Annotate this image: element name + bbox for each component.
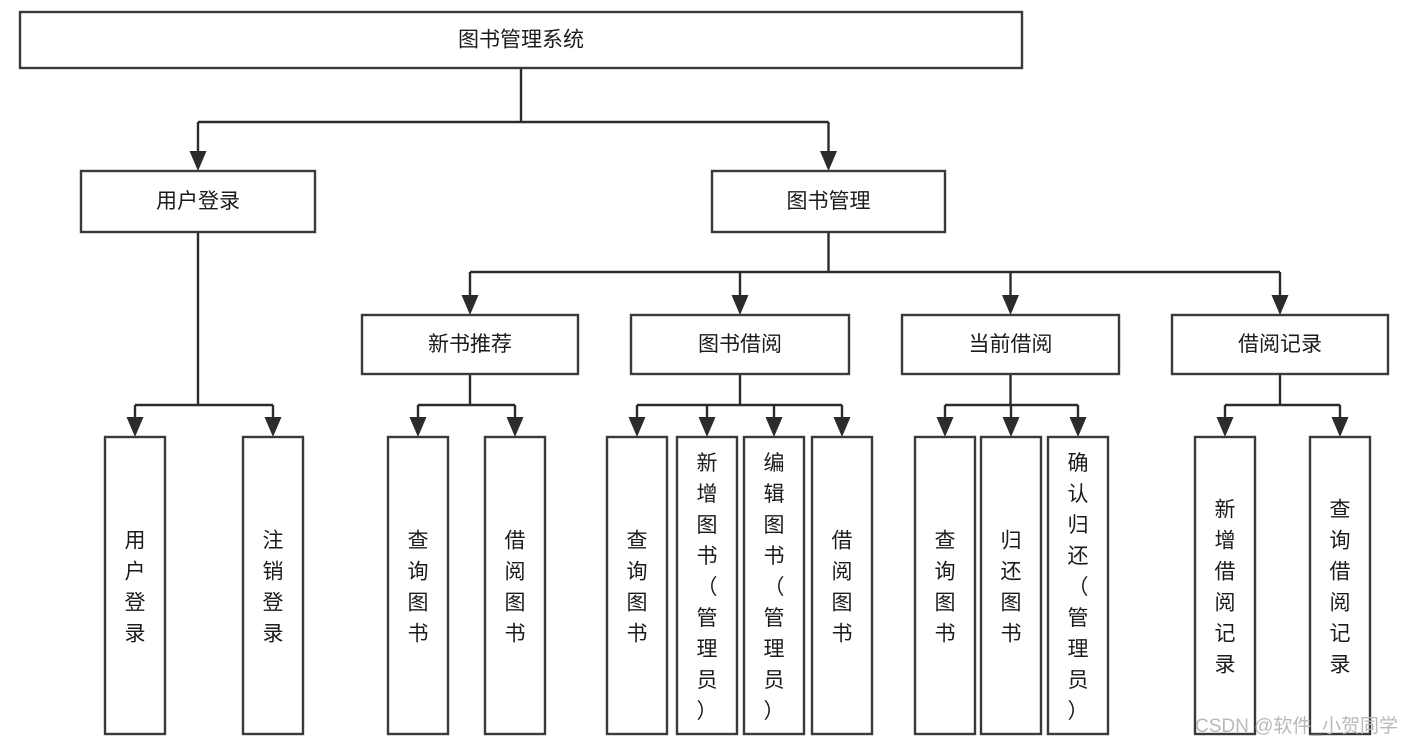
node-box-borrow-record	[1170, 313, 1390, 376]
arrow-head-icon-leaf-logout-login	[264, 417, 282, 437]
node-label-leaf-query-book-recommend: 查询图书	[408, 530, 429, 646]
node-box-book-borrow	[629, 313, 851, 376]
node-label-leaf-query-book-current: 查询图书	[935, 530, 956, 646]
node-leaf-borrow-book-recommend[interactable]: 借阅图书	[483, 435, 547, 736]
node-box-leaf-query-borrow-record	[1308, 435, 1372, 736]
node-label-borrow-record: 借阅记录	[1238, 333, 1322, 356]
node-label-leaf-add-book-admin: 新增图书（管理员）	[697, 452, 718, 723]
node-box-leaf-add-borrow-record	[1193, 435, 1257, 736]
arrow-head-icon-borrow-record	[1271, 295, 1289, 315]
node-leaf-add-book-admin[interactable]: 新增图书（管理员）	[675, 435, 739, 736]
node-box-leaf-query-book-borrow	[605, 435, 669, 736]
arrow-head-icon-leaf-user-login	[126, 417, 144, 437]
node-label-leaf-confirm-return-admin: 确认归还（管理员）	[1068, 452, 1089, 723]
node-leaf-edit-book-admin[interactable]: 编辑图书（管理员）	[742, 435, 806, 736]
node-leaf-confirm-return-admin[interactable]: 确认归还（管理员）	[1046, 435, 1110, 736]
node-box-leaf-add-book-admin	[675, 435, 739, 736]
node-leaf-borrow-book[interactable]: 借阅图书	[810, 435, 874, 736]
arrow-head-icon-leaf-edit-book-admin	[765, 417, 783, 437]
connector-layer	[126, 68, 1349, 437]
node-box-leaf-query-book-recommend	[386, 435, 450, 736]
node-label-leaf-user-login: 用户登录	[125, 530, 146, 646]
node-leaf-query-book-recommend[interactable]: 查询图书	[386, 435, 450, 736]
arrow-head-icon-leaf-borrow-book	[833, 417, 851, 437]
node-label-current-borrow: 当前借阅	[969, 333, 1053, 356]
node-label-new-book-recommend: 新书推荐	[428, 333, 512, 356]
node-root[interactable]: 图书管理系统	[18, 10, 1024, 70]
arrow-head-icon-leaf-confirm-return-admin	[1069, 417, 1087, 437]
arrow-head-icon-leaf-query-book-current	[936, 417, 954, 437]
arrow-head-icon-user-login	[189, 151, 207, 171]
arrow-head-icon-leaf-borrow-book-recommend	[506, 417, 524, 437]
node-book-borrow[interactable]: 图书借阅	[629, 313, 851, 376]
node-box-root	[18, 10, 1024, 70]
node-user-login[interactable]: 用户登录	[79, 169, 317, 234]
node-new-book-recommend[interactable]: 新书推荐	[360, 313, 580, 376]
node-book-management[interactable]: 图书管理	[710, 169, 947, 234]
node-label-leaf-query-borrow-record: 查询借阅记录	[1330, 499, 1351, 677]
node-label-leaf-return-book: 归还图书	[1001, 530, 1022, 646]
node-leaf-add-borrow-record[interactable]: 新增借阅记录	[1193, 435, 1257, 736]
node-label-root: 图书管理系统	[458, 29, 584, 52]
arrow-head-icon-leaf-return-book	[1002, 417, 1020, 437]
node-leaf-user-login[interactable]: 用户登录	[103, 435, 167, 736]
node-box-leaf-logout-login	[241, 435, 305, 736]
node-box-leaf-borrow-book	[810, 435, 874, 736]
node-box-leaf-query-book-current	[913, 435, 977, 736]
node-leaf-logout-login[interactable]: 注销登录	[241, 435, 305, 736]
node-label-book-borrow: 图书借阅	[698, 333, 782, 356]
node-label-book-management: 图书管理	[787, 190, 871, 213]
node-label-user-login: 用户登录	[156, 190, 240, 213]
arrow-head-icon-current-borrow	[1002, 295, 1019, 315]
arrow-head-icon-leaf-query-book-borrow	[628, 417, 646, 437]
node-box-book-management	[710, 169, 947, 234]
arrow-head-icon-book-borrow	[731, 295, 749, 315]
node-label-leaf-edit-book-admin: 编辑图书（管理员）	[764, 452, 785, 723]
arrow-head-icon-leaf-add-book-admin	[698, 417, 716, 437]
arrow-head-icon-leaf-add-borrow-record	[1216, 417, 1234, 437]
node-box-current-borrow	[900, 313, 1121, 376]
node-label-leaf-add-borrow-record: 新增借阅记录	[1215, 499, 1236, 677]
node-box-leaf-confirm-return-admin	[1046, 435, 1110, 736]
node-leaf-query-borrow-record[interactable]: 查询借阅记录	[1308, 435, 1372, 736]
node-borrow-record[interactable]: 借阅记录	[1170, 313, 1390, 376]
node-leaf-return-book[interactable]: 归还图书	[979, 435, 1043, 736]
node-leaf-query-book-borrow[interactable]: 查询图书	[605, 435, 669, 736]
node-box-leaf-borrow-book-recommend	[483, 435, 547, 736]
arrow-head-icon-leaf-query-book-recommend	[409, 417, 427, 437]
csdn-watermark: CSDN @软件_小贺同学	[1195, 715, 1398, 737]
node-box-leaf-return-book	[979, 435, 1043, 736]
arrow-head-icon-new-book-recommend	[461, 295, 479, 315]
node-box-leaf-user-login	[103, 435, 167, 736]
node-layer: 图书管理系统用户登录图书管理新书推荐图书借阅当前借阅借阅记录用户登录注销登录查询…	[18, 10, 1390, 736]
arrow-head-icon-leaf-query-borrow-record	[1331, 417, 1349, 437]
node-leaf-query-book-current[interactable]: 查询图书	[913, 435, 977, 736]
node-box-leaf-edit-book-admin	[742, 435, 806, 736]
node-label-leaf-borrow-book-recommend: 借阅图书	[505, 530, 526, 646]
node-current-borrow[interactable]: 当前借阅	[900, 313, 1121, 376]
node-box-user-login	[79, 169, 317, 234]
node-box-new-book-recommend	[360, 313, 580, 376]
arrow-head-icon-book-management	[820, 151, 837, 171]
node-label-leaf-borrow-book: 借阅图书	[832, 530, 853, 646]
node-label-leaf-logout-login: 注销登录	[263, 530, 284, 646]
node-label-leaf-query-book-borrow: 查询图书	[627, 530, 648, 646]
